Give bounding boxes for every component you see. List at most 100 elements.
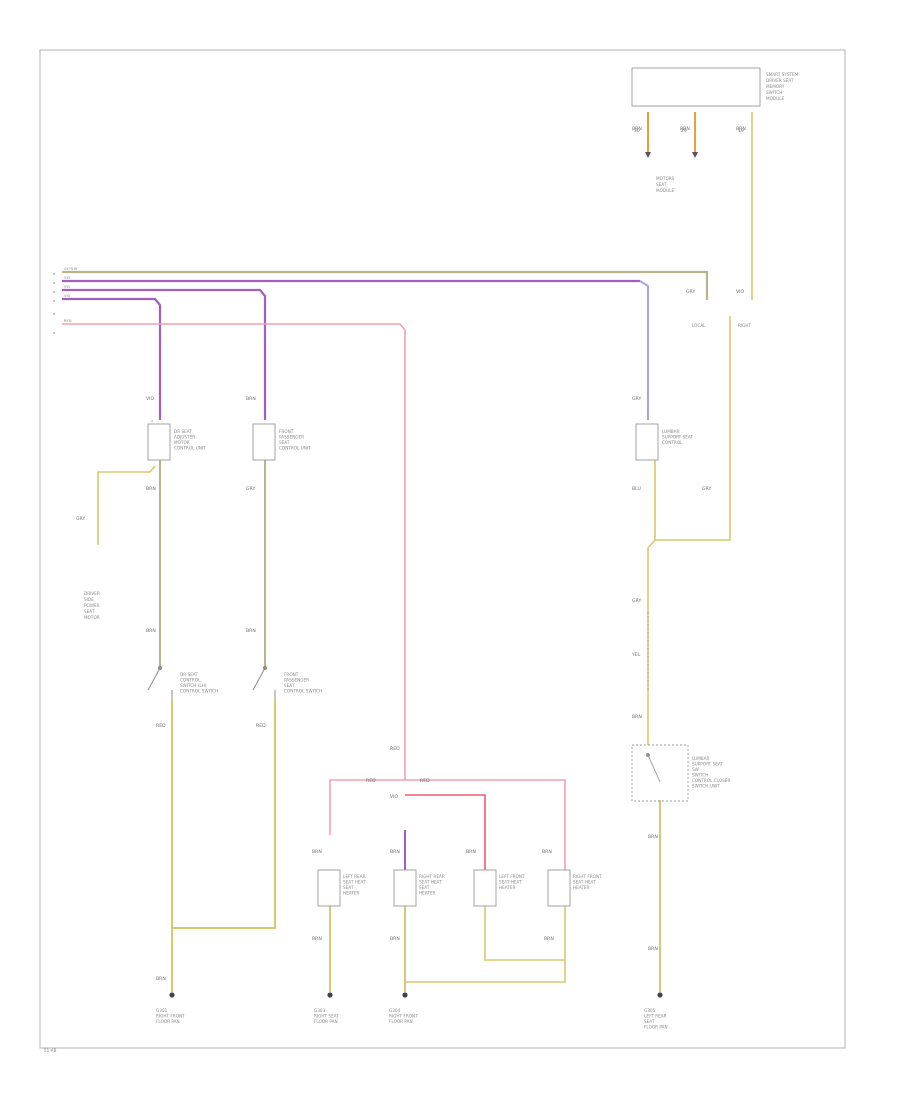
passenger-power-seat-control-label-line-0: FRONT <box>279 429 294 434</box>
wire-bus-red <box>62 323 406 780</box>
wire-code-w13: BRN <box>246 628 256 634</box>
heater-left-front-box <box>473 869 497 907</box>
heater-left-rear-box <box>317 869 341 907</box>
passenger-power-seat-control-box <box>252 423 276 461</box>
wire-code-w22: BRN <box>648 946 658 952</box>
driver-power-seat-control-label-line-1: ADJUSTER <box>174 435 195 440</box>
ground-1-label-line-1: RIGHT SEAT <box>314 1014 339 1019</box>
wire-bus-vio-2 <box>62 288 267 420</box>
wire-code-w24: RED <box>390 746 400 752</box>
module-pin-30: 30 <box>634 128 640 134</box>
side-note-line-3: SEAT <box>84 609 95 614</box>
ground-dot-0 <box>169 992 175 998</box>
driver-seat-switch-label-line-3: CONTROL SWITCH <box>180 689 218 694</box>
lumbar-seat-switch-label-line-4: CONTROL CLOSER <box>692 778 730 783</box>
wire-code-w18: GRY <box>632 598 641 604</box>
heater-right-front-label-line-2: HEATER <box>573 885 590 890</box>
wire-code-w29: BRN <box>390 849 400 855</box>
heater-left-front-label-line-0: LEFT FRONT <box>499 874 525 879</box>
wire-code-w19: YEL <box>631 652 641 658</box>
wire-code-w20: BRN <box>632 714 642 720</box>
wire-code-w4: GRY <box>686 289 695 295</box>
lumbar-seat-switch-label-line-1: SUPPORT SEAT <box>692 762 723 767</box>
wire-code-w6: GRY <box>632 396 641 402</box>
bus-marker-2 <box>53 291 55 293</box>
heater-right-rear-label-line-3: HEATER <box>419 891 436 896</box>
lumbar-support-control-label-line-0: LUMBAR <box>662 429 680 434</box>
bus-marker-4 <box>53 313 55 315</box>
passenger-seat-switch-label-line-3: CONTROL SWITCH <box>284 689 322 694</box>
module-top-connector-line-1: SEAT <box>656 182 667 187</box>
wire-code-w12: BRN <box>146 628 156 634</box>
wire-pass-switch-to-ground <box>172 700 276 929</box>
wire-code-w5: VIO <box>736 289 744 295</box>
wire-bus-gy-ylw <box>62 270 709 300</box>
ground-3-label-line-1: LEFT REAR <box>644 1014 667 1019</box>
wire-code-w7: VIO <box>146 396 154 402</box>
page-code: 51-AB <box>44 1048 57 1053</box>
heater-right-front-box <box>547 869 571 907</box>
lumbar-support-control-label-line-2: CONTROL <box>662 440 683 445</box>
wire-code-w2: BRN <box>680 126 690 132</box>
side-note-line-4: MOTOR <box>84 615 100 620</box>
module-top-connector-line-2: MODULE <box>656 188 675 193</box>
driver-power-seat-control-label-line-0: DR SEAT <box>174 429 192 434</box>
passenger-seat-switch-symbol <box>252 665 276 700</box>
bus-label-4: RED <box>64 319 72 323</box>
driver-seat-switch-label-line-0: DR SEAT <box>180 672 198 677</box>
wire-code-w21: BRN <box>648 834 658 840</box>
wire-heater-feed-left <box>329 779 405 835</box>
ground-dot-3 <box>657 992 663 998</box>
side-note-line-1: SIDE <box>84 597 94 602</box>
module-top-title-line-3: SWITCH <box>766 90 782 95</box>
passenger-seat-switch-label-line-0: FRONT <box>284 672 299 677</box>
side-note-line-0: DRIVER <box>84 591 100 596</box>
heater-left-front-label-line-2: HEATER <box>499 885 516 890</box>
ground-dot-1 <box>327 992 333 998</box>
driver-power-seat-control-label-line-3: CONTROL UNIT <box>174 446 206 451</box>
lumbar-seat-switch-label-line-5: SWITCH UNIT <box>692 784 720 789</box>
wire-driver-side-motor <box>97 465 156 545</box>
ground-0-label-line-0: G301 <box>156 1008 168 1013</box>
wire-code-w34: BRN <box>544 936 554 942</box>
heater-right-rear-label-line-2: SEAT <box>419 885 430 890</box>
side-note-line-2: POWER <box>84 603 100 608</box>
ground-2-label-line-1: RIGHT FRONT <box>389 1014 418 1019</box>
wire-code-w3: BRN <box>736 126 746 132</box>
wire-code-w32: BRN <box>312 936 322 942</box>
bus-label-0: GY/YLW <box>64 267 78 271</box>
splice-label-0: LOCAL <box>692 323 706 328</box>
heater-left-rear-label-line-3: HEATER <box>343 891 360 896</box>
passenger-seat-switch-label-line-2: SEAT <box>284 683 295 688</box>
heater-left-rear-label-line-1: SEAT HEAT <box>343 880 366 885</box>
wire-splice-to-lumbar <box>655 316 731 541</box>
wire-heater-feed-mid <box>405 794 486 870</box>
module-top-title-line-4: MODULE <box>766 96 785 101</box>
wire-heater-lf-link <box>484 905 565 961</box>
wire-code-w9: BRN <box>146 486 156 492</box>
lumbar-seat-switch-label-line-3: SWITCH <box>692 773 708 778</box>
wire-code-labels: BRN BRN BRN GRY VIO GRY VIO BRN BRN GRY GRY BRN BRN R… <box>76 126 746 982</box>
ground-2-label-line-2: FLOOR PAN <box>389 1019 413 1024</box>
wire-code-w28: BRN <box>312 849 322 855</box>
lumbar-support-control-box <box>635 423 659 461</box>
lumbar-support-control-label-line-1: SUPPORT SEAT <box>662 435 693 440</box>
heater-right-front-label-line-0: RIGHT FRONT <box>573 874 602 879</box>
passenger-power-seat-control-label-line-3: CONTROL UNIT <box>279 446 311 451</box>
wire-code-w30: BRN <box>466 849 476 855</box>
wire-code-w10: GRY <box>246 486 255 492</box>
wire-code-w23: BRN <box>156 976 166 982</box>
driver-power-seat-control-label-line-2: MOTOR <box>174 440 190 445</box>
wire-code-w17: GRY <box>702 486 711 492</box>
page-frame <box>39 49 846 1049</box>
bus-label-3: VIO <box>64 294 71 298</box>
wire-code-w16: BLU <box>632 486 641 492</box>
wire-bus-vio-3 <box>62 297 162 420</box>
driver-seat-switch-label-line-1: CONTROL <box>180 678 201 683</box>
heater-right-rear-box <box>393 869 417 907</box>
bus-label-1: VIO <box>64 276 71 280</box>
